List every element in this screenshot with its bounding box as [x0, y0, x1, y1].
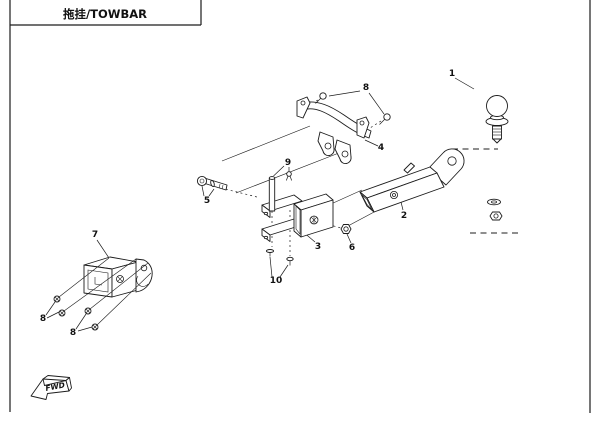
part-callout-9-10: 9 — [285, 158, 291, 168]
callout-leader-5a — [201, 185, 205, 197]
hitch-ball — [454, 77, 509, 144]
lower-bolts — [265, 249, 294, 278]
callout-leader-4 — [364, 139, 379, 147]
towbar-arm — [359, 148, 465, 213]
part-callout-8-7: 8 — [363, 83, 369, 93]
part-callout-6-5: 6 — [349, 243, 355, 253]
callout-leader-8e — [75, 313, 87, 330]
upper-bolts — [315, 90, 391, 125]
bolt-icon — [53, 295, 61, 303]
part-callout-4-3: 4 — [378, 143, 384, 153]
title-block: 拖挂/TOWBAR — [10, 0, 202, 26]
fwd-label: FWD — [45, 380, 66, 393]
callout-leader-8c — [45, 301, 56, 316]
callout-leader-8f — [77, 326, 93, 332]
page-title: 拖挂/TOWBAR — [63, 7, 147, 21]
part-callout-3-2: 3 — [315, 242, 321, 252]
part-callout-7-6: 7 — [92, 230, 98, 240]
hex-bolt — [196, 175, 228, 197]
upper-bracket — [296, 96, 379, 165]
part-callout-8-8: 8 — [40, 314, 46, 324]
bolt-icon — [91, 323, 99, 331]
callout-leader-8b — [368, 92, 385, 115]
part-callout-1-0: 1 — [449, 69, 455, 79]
hex-nut — [340, 224, 352, 244]
part-callout-2-1: 2 — [401, 211, 407, 221]
callout-leader-5b — [208, 188, 215, 197]
callout-leader-10b — [279, 264, 289, 278]
callout-leader-8d — [46, 311, 60, 319]
callout-leader-6 — [346, 233, 352, 244]
bolt-icon — [58, 309, 66, 317]
ball-washer — [487, 198, 501, 206]
callout-leader-1 — [454, 77, 475, 90]
mount-bolts — [45, 257, 152, 332]
part-callout-8-9: 8 — [70, 328, 76, 338]
callout-leader-8a — [328, 90, 361, 97]
mount-bracket — [83, 239, 153, 298]
bolt-icon — [84, 307, 92, 315]
callout-leader-10a — [269, 256, 273, 278]
receiver-bracket — [261, 193, 334, 243]
page-border — [9, 0, 591, 413]
callout-leader-9a — [273, 165, 285, 177]
callout-leader-2 — [400, 201, 404, 211]
part-callout-10-11: 10 — [270, 276, 283, 286]
lock-pin — [268, 165, 293, 212]
ball-nut — [489, 211, 503, 221]
fwd-direction-arrow: FWD — [30, 375, 72, 400]
part-callout-5-4: 5 — [204, 196, 210, 206]
